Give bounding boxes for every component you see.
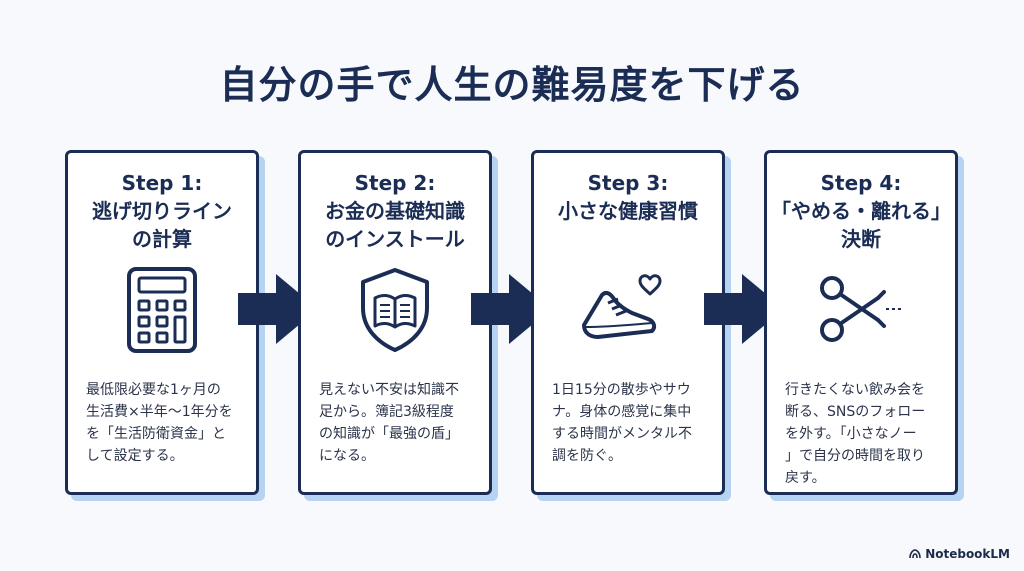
step-card-3-heading: Step 3: 小さな健康習慣 bbox=[534, 169, 722, 225]
scissors-icon bbox=[767, 265, 955, 355]
shield-book-icon bbox=[301, 265, 489, 355]
step-title-line: の計算 bbox=[132, 227, 192, 251]
step-card-3: Step 3: 小さな健康習慣 1日15分の散歩やサウ ナ。身体の感覚に集中 す… bbox=[531, 150, 725, 495]
step-title-line: のインストール bbox=[325, 227, 465, 251]
step-title-line: お金の基礎知識 bbox=[325, 199, 465, 223]
brand-label: NotebookLM bbox=[925, 547, 1010, 561]
step-title-line: 決断 bbox=[841, 227, 881, 251]
step-label: Step 4: bbox=[820, 171, 902, 195]
brand-watermark: NotebookLM bbox=[909, 547, 1010, 561]
step-label: Step 2: bbox=[354, 171, 436, 195]
page-title: 自分の手で人生の難易度を下げる bbox=[219, 63, 805, 107]
step-card-2: Step 2: お金の基礎知識 のインストール 見えない不安は知識不 足から。簿… bbox=[298, 150, 492, 495]
arrow-right-icon bbox=[238, 274, 318, 344]
arrow-right-icon bbox=[471, 274, 551, 344]
step-card-4: Step 4: 「やめる・離れる」 決断 行きたくない飲み会を 断る、SNSのフ… bbox=[764, 150, 958, 495]
step-card-2-heading: Step 2: お金の基礎知識 のインストール bbox=[301, 169, 489, 253]
step-card-1-description: 最低限必要な1ヶ月の 生活費×半年〜1年分を を「生活防衛資金」と して設定する… bbox=[86, 382, 233, 464]
step-label: Step 1: bbox=[121, 171, 203, 195]
step-card-1-heading: Step 1: 逃げ切りライン の計算 bbox=[68, 169, 256, 253]
step-title-line: 小さな健康習慣 bbox=[558, 199, 698, 223]
step-card-1: Step 1: 逃げ切りライン の計算 最低限必要な1ヶ月の 生活費×半年〜1年… bbox=[65, 150, 259, 495]
sneaker-heart-icon bbox=[534, 265, 722, 355]
step-title-line: 「やめる・離れる」 bbox=[771, 199, 951, 223]
step-label: Step 3: bbox=[587, 171, 669, 195]
calculator-icon bbox=[68, 265, 256, 355]
step-card-2-description: 見えない不安は知識不 足から。簿記3級程度 の知識が「最強の盾」 になる。 bbox=[319, 382, 459, 464]
step-card-4-heading: Step 4: 「やめる・離れる」 決断 bbox=[767, 169, 955, 253]
notebooklm-logo-icon bbox=[909, 549, 921, 559]
step-card-4-description: 行きたくない飲み会を 断る、SNSのフォロー を外す。「小さなノー 」で自分の時… bbox=[785, 382, 926, 486]
step-title-line: 逃げ切りライン bbox=[92, 199, 232, 223]
step-card-3-description: 1日15分の散歩やサウ ナ。身体の感覚に集中 する時間がメンタル不 調を防ぐ。 bbox=[552, 382, 692, 464]
arrow-right-icon bbox=[704, 274, 784, 344]
